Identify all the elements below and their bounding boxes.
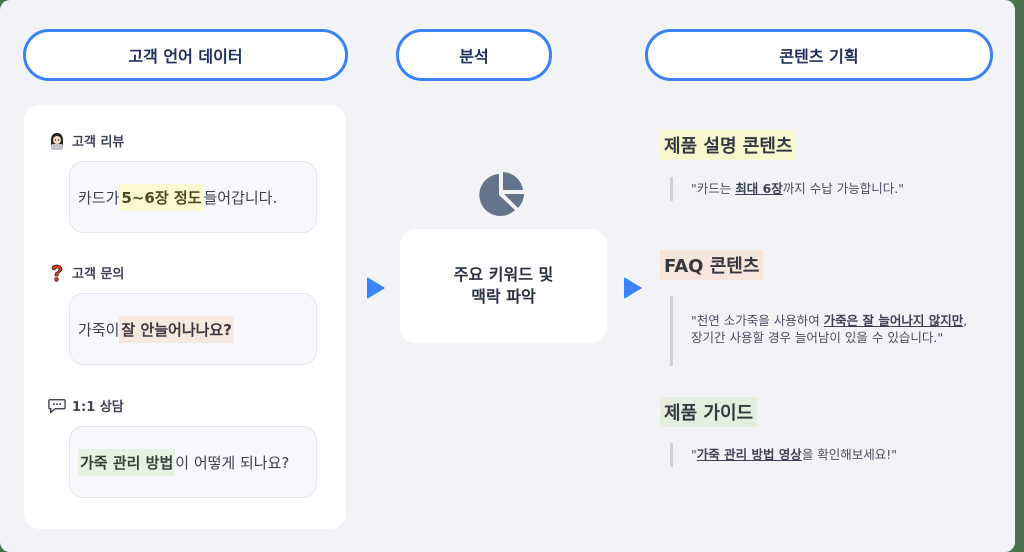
content-title-faq: FAQ 콘텐츠 (660, 250, 764, 280)
content-title-product-guide: 제품 가이드 (660, 397, 758, 427)
content-title-text: FAQ 콘텐츠 (664, 256, 760, 277)
arrow-right-icon (624, 277, 642, 299)
analysis-card: 주요 키워드 및 맥락 파악 (400, 229, 607, 343)
quote-text: 을 확인해보세요!" (801, 447, 898, 462)
stage-customer-language-data: 고객 언어 데이터 (23, 29, 348, 81)
person-icon (48, 132, 66, 150)
quote-text: 장기간 사용할 경우 늘어남이 있을 수 있습니다." (691, 330, 944, 345)
stage-label: 분석 (459, 47, 489, 66)
bubble-text: 들어갑니다. (203, 188, 278, 207)
quote-text: "카드는 (691, 181, 736, 196)
stage-content-planning: 콘텐츠 기획 (645, 29, 993, 81)
inquiry-bubble: 가죽이 잘 안늘어나나요? (69, 293, 317, 365)
quote-text: 까지 수납 가능합니다." (782, 181, 904, 196)
quote-text: " (691, 447, 697, 462)
stage-analysis: 분석 (396, 29, 552, 81)
bubble-text: 이 어떻게 되나요? (175, 453, 290, 472)
keyword-highlight: 잘 안늘어나나요? (119, 315, 234, 343)
content-number: 3 (655, 410, 661, 420)
source-label-text: 1:1 상담 (72, 400, 124, 415)
content-title-text: 제품 설명 콘텐츠 (664, 136, 793, 157)
quote-text: "천연 소가죽을 사용하여 (691, 313, 824, 328)
quote-keyword: 가죽 관리 방법 영상 (696, 447, 802, 462)
stage-label: 고객 언어 데이터 (128, 47, 243, 66)
question-mark-icon (48, 264, 66, 282)
quote-keyword: 최대 6장 (735, 181, 783, 196)
keyword-highlight: 5~6장 정도 (119, 183, 204, 211)
content-quote: "천연 소가죽을 사용하여 가죽은 잘 늘어나지 않지만, 장기간 사용할 경우… (670, 296, 967, 366)
source-label-inquiry: 고객 문의 (48, 263, 124, 282)
content-quote: "가죽 관리 방법 영상을 확인해보세요!" (670, 443, 897, 467)
quote-keyword: 가죽은 잘 늘어나지 않지만 (823, 313, 964, 328)
chat-bubble-icon (48, 397, 66, 415)
content-number: 2 (655, 264, 661, 274)
review-bubble: 카드가 5~6장 정도 들어갑니다. (69, 161, 317, 233)
source-card: 고객 리뷰 카드가 5~6장 정도 들어갑니다. 고객 문의 가죽이 잘 안늘어… (24, 105, 346, 529)
pie-chart-icon (479, 172, 524, 216)
content-title-text: 제품 가이드 (664, 403, 754, 424)
source-label-review: 고객 리뷰 (48, 131, 124, 150)
content-quote: "카드는 최대 6장까지 수납 가능합니다." (670, 177, 904, 201)
quote-text: , (963, 313, 968, 328)
content-title-product-description: 제품 설명 콘텐츠 (660, 130, 797, 160)
keyword-highlight: 가죽 관리 방법 (78, 448, 176, 476)
stage-label: 콘텐츠 기획 (779, 47, 859, 66)
content-number: 1 (655, 144, 661, 154)
source-label-text: 고객 문의 (72, 267, 125, 282)
source-label-text: 고객 리뷰 (72, 135, 125, 150)
source-label-consult: 1:1 상담 (48, 396, 124, 415)
analysis-text: 주요 키워드 및 (453, 265, 554, 284)
analysis-text: 맥락 파악 (471, 287, 536, 306)
arrow-right-icon (367, 277, 385, 299)
bubble-text: 가죽이 (78, 320, 120, 339)
bubble-text: 카드가 (78, 188, 120, 207)
